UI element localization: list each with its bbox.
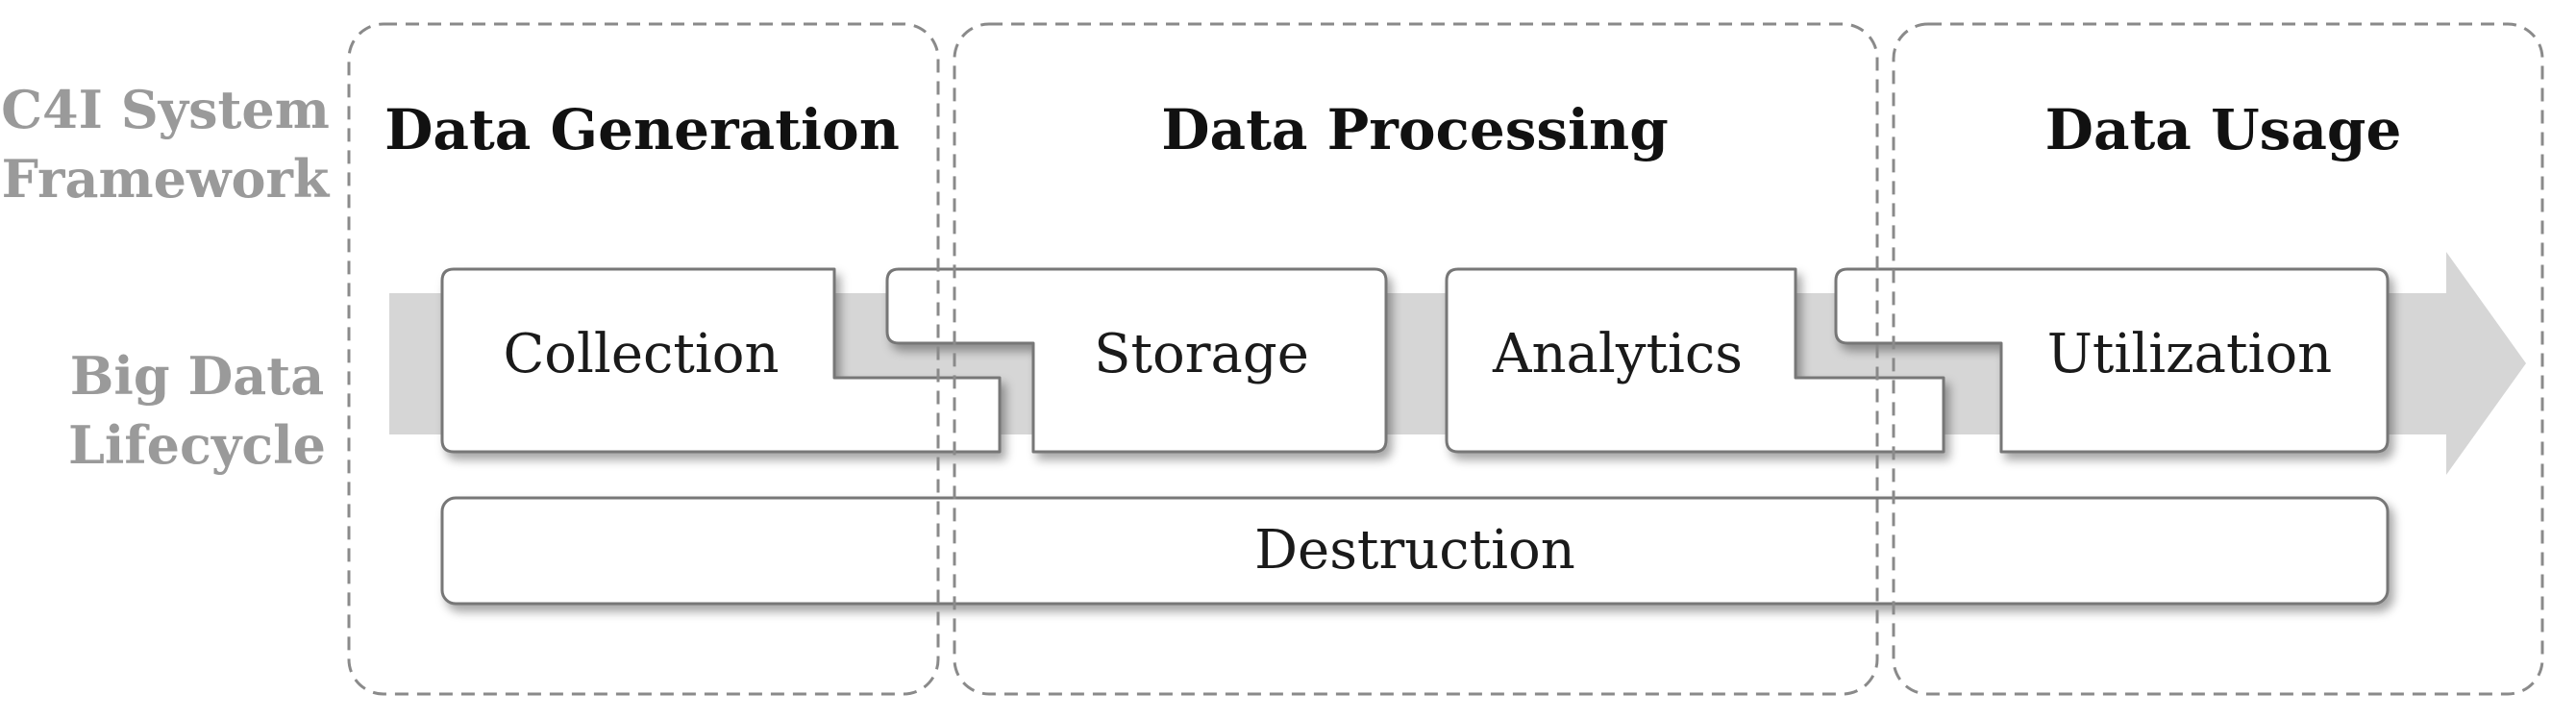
data-processing-frame — [953, 22, 1879, 696]
utilization-box — [1834, 267, 2390, 454]
framework-label-line1: C4I System — [1, 79, 330, 140]
collection-box — [440, 267, 1002, 454]
framework-label-line2: Framework — [2, 148, 331, 210]
analytics-box — [1445, 267, 1945, 454]
stage-label-storage: Storage — [1094, 323, 1309, 385]
destruction-box — [440, 496, 2390, 606]
phase-title-processing: Data Processing — [1161, 97, 1669, 162]
stage-label-utilization: Utilization — [2047, 323, 2333, 385]
stage-label-analytics: Analytics — [1492, 323, 1743, 385]
lifecycle-label-line2: Lifecycle — [68, 414, 326, 476]
stage-label-destruction: Destruction — [1254, 519, 1575, 582]
data-generation-frame — [347, 22, 940, 696]
storage-box — [885, 267, 1388, 454]
lifecycle-label-line1: Big Data — [70, 345, 324, 407]
phase-title-generation: Data Generation — [384, 97, 900, 162]
stage-label-collection: Collection — [503, 323, 779, 385]
phase-title-usage: Data Usage — [2045, 97, 2402, 162]
data-usage-frame — [1892, 22, 2544, 696]
